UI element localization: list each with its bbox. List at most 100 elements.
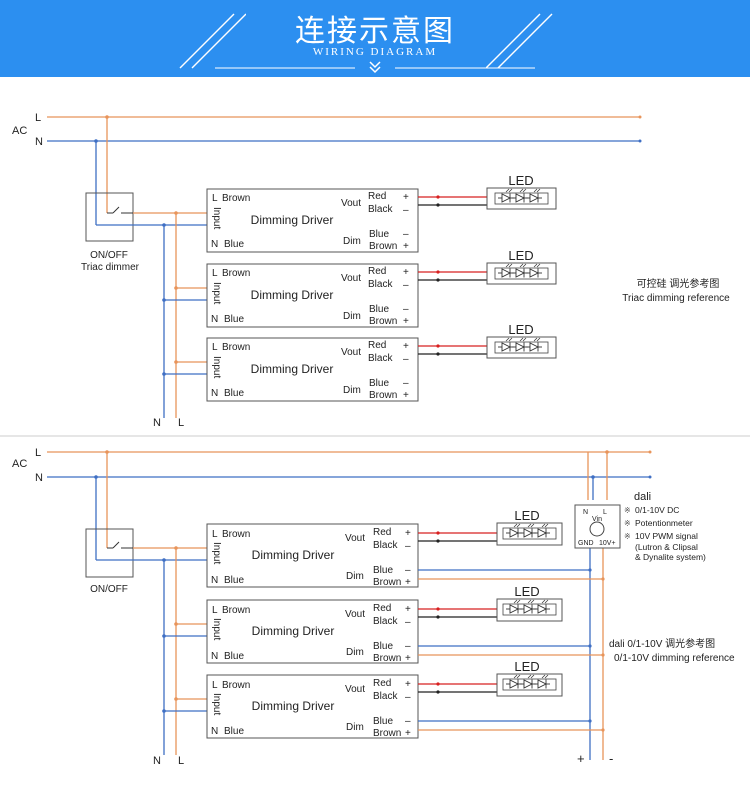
driver-l-label: L [212, 342, 218, 353]
dimming-driver: L Brown N Blue Input Dimming Driver Vout… [206, 337, 419, 402]
driver-input-label: Input [211, 356, 222, 378]
driver-dim-brown-label: Brown [373, 577, 401, 588]
dimming-0-10v-diagram: AC L N ON/OFF N L [12, 447, 735, 767]
driver-plus: + [405, 679, 411, 690]
legend-list: ※ 0/1-10V DC ※ Potentionmeter ※ 10V PWM … [624, 505, 706, 562]
driver-dim-blue-label: Blue [373, 716, 393, 727]
led-module: LED [496, 508, 563, 546]
led-module: LED [496, 659, 563, 697]
dimmer-10v-label: 10V+ [599, 540, 616, 547]
driver-dim-brown-label: Brown [369, 241, 397, 252]
bottom-n-label: N [153, 755, 161, 767]
driver-dim-plus: + [403, 241, 409, 252]
driver-dim-label: Dim [343, 236, 361, 247]
page-title: 连接示意图 [295, 14, 455, 49]
bus-minus-label: - [609, 751, 613, 766]
driver-blue-label: Blue [224, 726, 244, 737]
dimmer-gnd-label: GND [578, 540, 594, 547]
driver-black-label: Black [368, 204, 393, 215]
driver-l-label: L [212, 193, 218, 204]
led-module: LED [486, 322, 557, 359]
ac-label: AC [12, 125, 27, 137]
led-label: LED [514, 659, 539, 674]
led-module: LED [496, 584, 563, 622]
legend-item: & Dynalite system) [635, 552, 706, 562]
driver-dim-label: Dim [343, 311, 361, 322]
driver-dim-label: Dim [346, 722, 364, 733]
driver-plus: + [403, 267, 409, 278]
driver-black-label: Black [373, 616, 398, 627]
driver-brown-label: Brown [222, 342, 250, 353]
driver-brown-label: Brown [222, 529, 250, 540]
dimmer-n-label: N [583, 509, 588, 516]
driver-dim-brown-label: Brown [373, 728, 401, 739]
driver-plus: + [403, 192, 409, 203]
triac-diagram: AC L N ON/OFF Triac dimmer N L [12, 112, 730, 429]
driver-dim-label: Dim [346, 647, 364, 658]
driver-red-label: Red [368, 191, 386, 202]
l-label: L [35, 447, 41, 459]
bottom-l-label: L [178, 417, 184, 429]
dimming-driver: L Brown N Blue Input Dimming Driver Vout… [206, 188, 419, 253]
dimming-note-en: 0/1-10V dimming reference [614, 653, 735, 664]
n-label: N [35, 136, 43, 148]
dimmer-knob-icon [589, 521, 605, 537]
driver-black-label: Black [373, 540, 398, 551]
driver-brown-label: Brown [222, 193, 250, 204]
driver-minus: – [403, 280, 409, 291]
dimmer-l-label: L [603, 509, 607, 516]
driver-dim-plus: + [405, 728, 411, 739]
driver-blue-label: Blue [224, 314, 244, 325]
driver-black-label: Black [373, 691, 398, 702]
dimmer-controller: N L Vin GND 10V+ [574, 504, 621, 549]
driver-dim-plus: + [405, 653, 411, 664]
driver-red-label: Red [373, 603, 391, 614]
driver-l-label: L [212, 605, 218, 616]
driver-n-label: N [211, 651, 218, 662]
legend-item: (Lutron & Clipsal [635, 542, 698, 552]
led-label: LED [514, 584, 539, 599]
driver-title: Dimming Driver [252, 548, 335, 562]
switch-label-onoff: ON/OFF [90, 584, 128, 595]
driver-dim-minus: – [405, 716, 411, 727]
driver-dim-blue-label: Blue [373, 565, 393, 576]
driver-dim-minus: – [405, 641, 411, 652]
chevron-down-double-icon [369, 61, 381, 74]
driver-n-label: N [211, 239, 218, 250]
legend-item: 10V PWM signal [635, 531, 698, 541]
driver-brown-label: Brown [222, 605, 250, 616]
driver-red-label: Red [368, 340, 386, 351]
driver-title: Dimming Driver [251, 213, 334, 227]
bottom-n-label: N [153, 417, 161, 429]
driver-title: Dimming Driver [251, 288, 334, 302]
driver-brown-label: Brown [222, 680, 250, 691]
driver-minus: – [405, 541, 411, 552]
switch-label-triac: Triac dimmer [81, 262, 140, 273]
driver-black-label: Black [368, 279, 393, 290]
triac-dimmer-switch [85, 192, 134, 242]
driver-title: Dimming Driver [252, 624, 335, 638]
driver-red-label: Red [373, 527, 391, 538]
page-subtitle: WIRING DIAGRAM [312, 46, 438, 58]
legend-asterisk-icon: ※ [624, 519, 631, 528]
driver-vout-label: Vout [345, 533, 365, 544]
triac-note-en: Triac dimming reference [622, 293, 730, 304]
driver-minus: – [405, 692, 411, 703]
bus-plus-label: + [577, 751, 585, 766]
driver-minus: – [403, 205, 409, 216]
driver-title: Dimming Driver [251, 362, 334, 376]
driver-blue-label: Blue [224, 651, 244, 662]
driver-blue-label: Blue [224, 239, 244, 250]
driver-dim-label: Dim [346, 571, 364, 582]
driver-dim-plus: + [403, 390, 409, 401]
dimming-driver: L Brown N Blue Input Dimming Driver Vout… [206, 523, 419, 588]
led-label: LED [508, 322, 533, 337]
decorative-stripes-left-icon [179, 13, 246, 69]
bottom-l-label: L [178, 755, 184, 767]
driver-dim-minus: – [405, 565, 411, 576]
legend-asterisk-icon: ※ [624, 532, 631, 541]
led-module: LED [486, 248, 557, 285]
driver-title: Dimming Driver [252, 699, 335, 713]
driver-black-label: Black [368, 353, 393, 364]
driver-input-label: Input [211, 693, 222, 715]
